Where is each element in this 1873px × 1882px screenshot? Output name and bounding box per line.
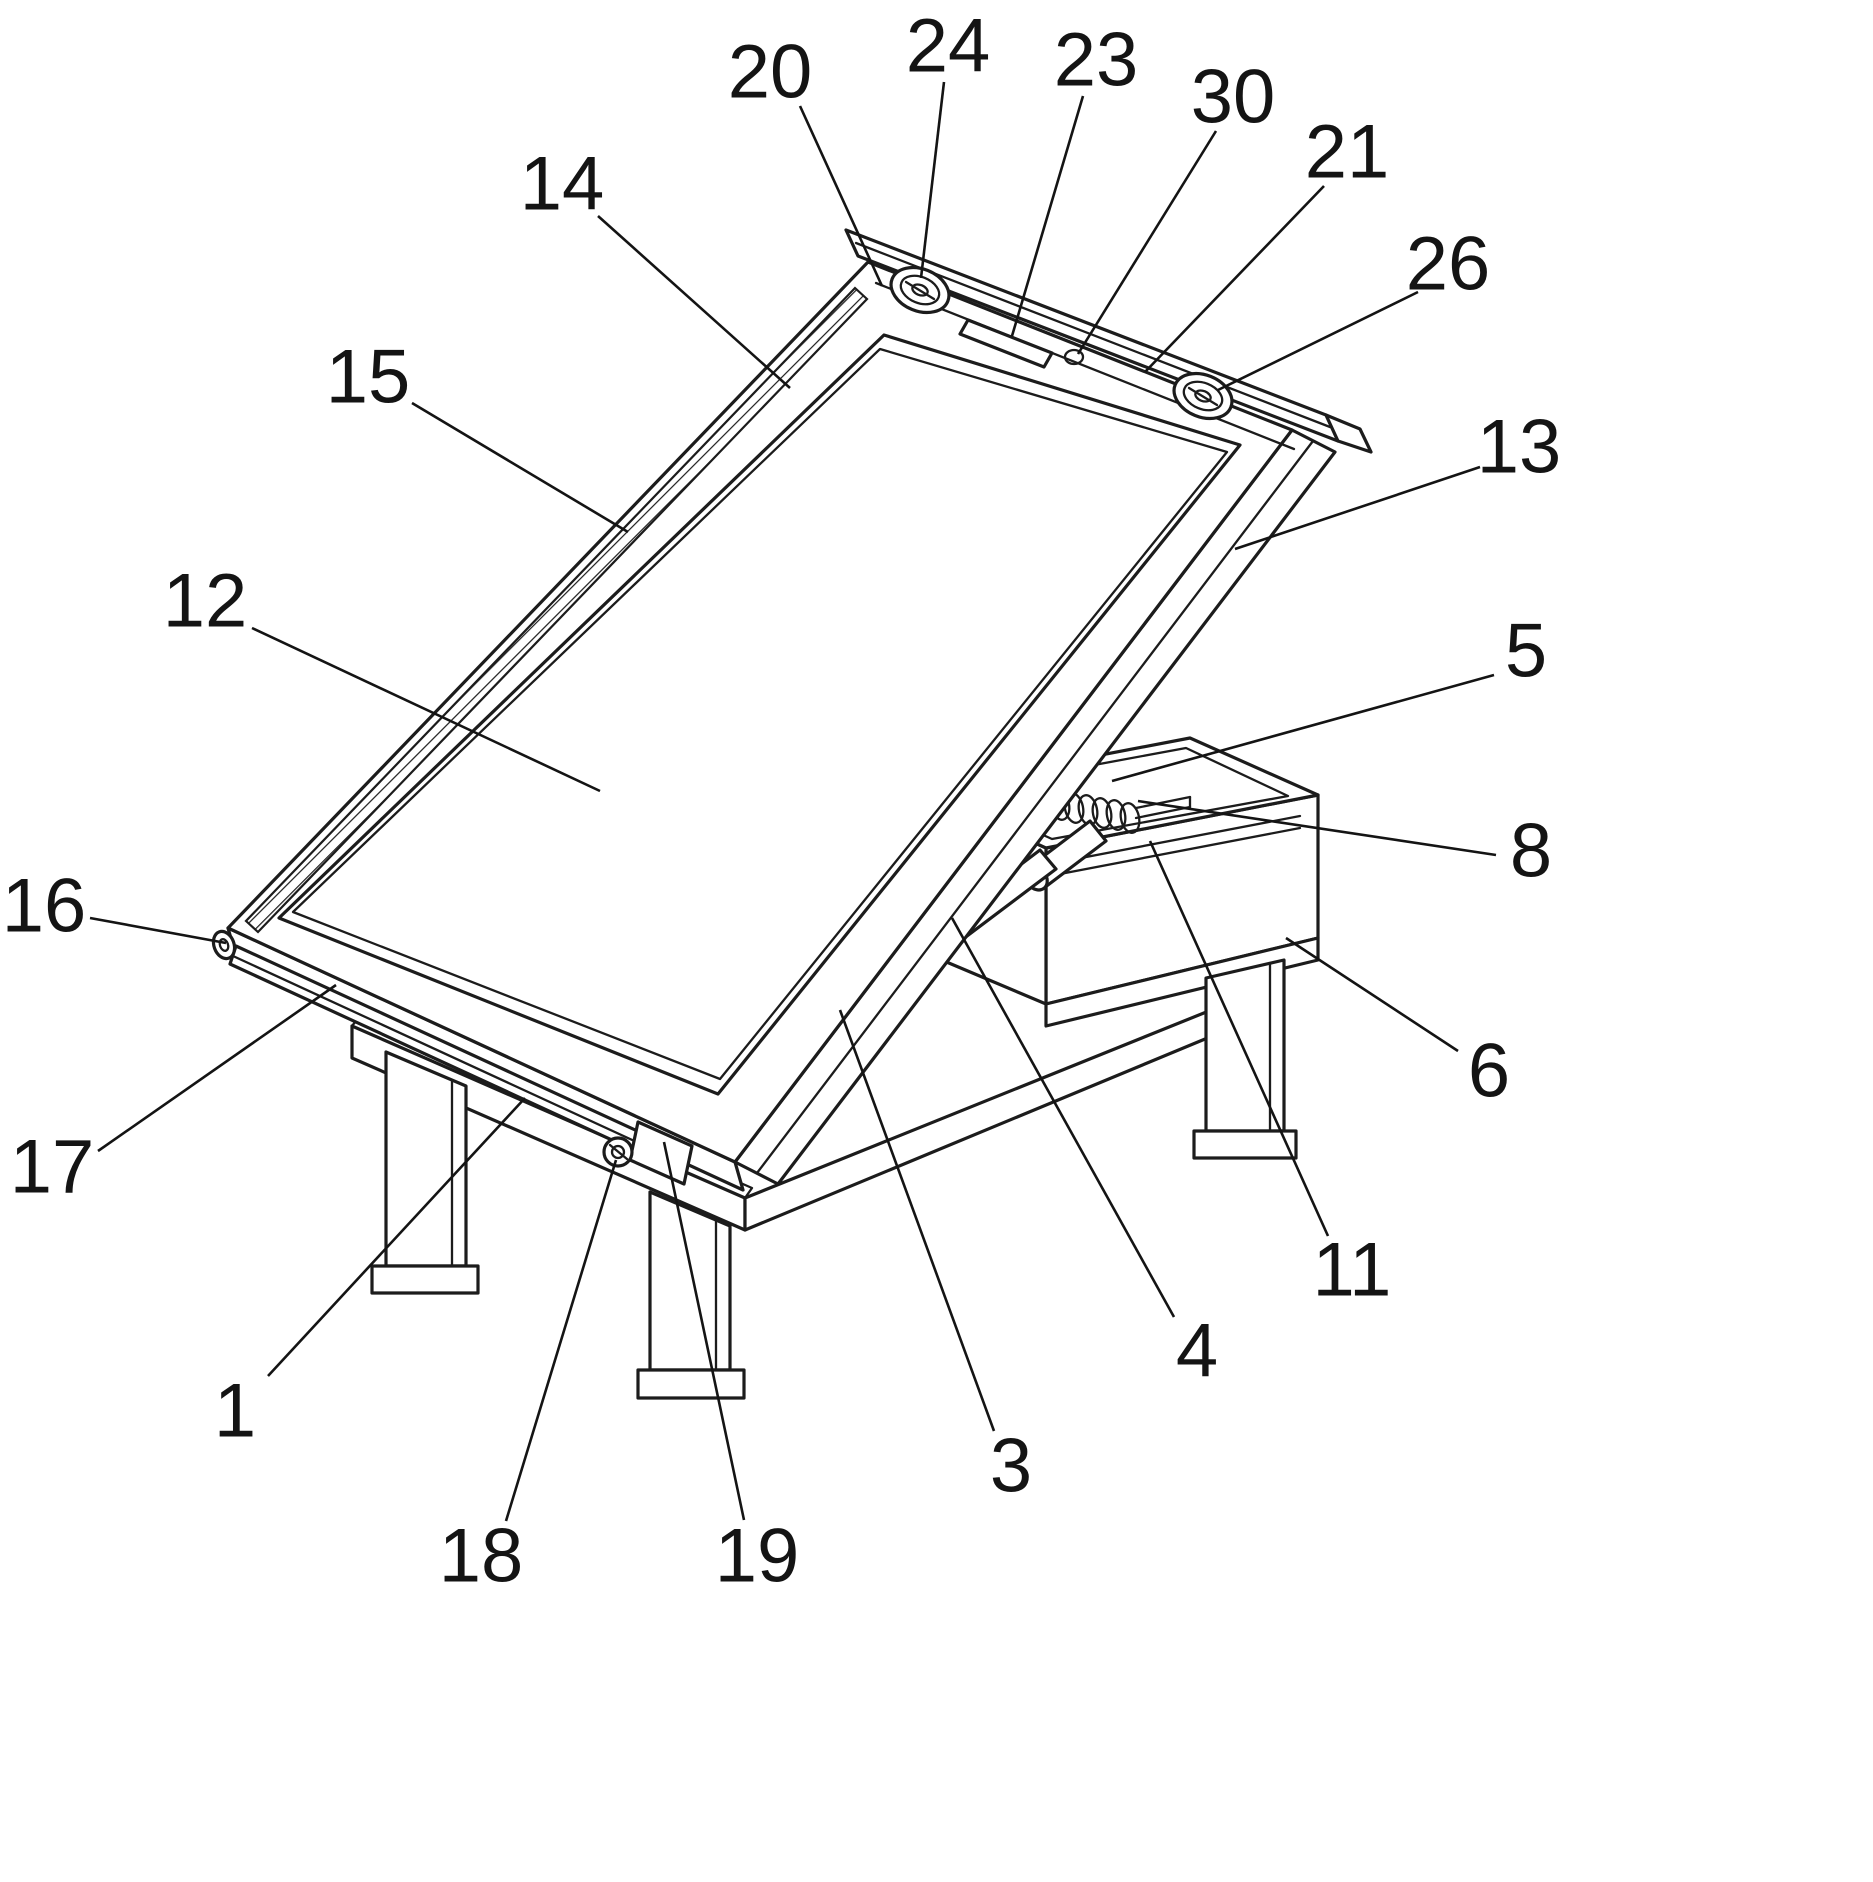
leader-line-3 xyxy=(838,1009,996,1432)
end-roller-body xyxy=(211,929,237,961)
ref-label-23: 23 xyxy=(1054,18,1139,103)
board-right-edge-groove xyxy=(755,439,1315,1175)
leg-front-center-foot xyxy=(636,1368,746,1400)
clamp-knob-right-mid xyxy=(1182,380,1224,412)
pin-hole xyxy=(1063,348,1085,366)
ref-label-8: 8 xyxy=(1510,809,1552,894)
top-rail-end-cap xyxy=(1324,413,1373,454)
clamp-knob-right-screw-mark xyxy=(1187,386,1219,407)
leader-line-14 xyxy=(597,215,791,389)
end-roller xyxy=(211,929,237,961)
hinge-assembly xyxy=(602,1120,694,1186)
spring-coil xyxy=(1105,799,1127,831)
leg-right xyxy=(1192,958,1298,1160)
spring-coil xyxy=(1091,797,1113,829)
ref-label-13: 13 xyxy=(1477,405,1562,490)
leader-line-20 xyxy=(798,105,884,287)
screw-rod-bottom xyxy=(1134,805,1192,820)
clamp-knob-left-screw-mark xyxy=(904,280,936,301)
leader-line-1 xyxy=(267,1097,526,1377)
board-frame-inner xyxy=(277,333,1242,1096)
ref-label-15: 15 xyxy=(326,335,411,420)
leader-line-26 xyxy=(1217,290,1419,392)
leader-line-23 xyxy=(1010,95,1085,337)
ref-label-21: 21 xyxy=(1305,110,1390,195)
top-edge-details xyxy=(889,265,1234,421)
platform-guide-slot-upper xyxy=(1058,814,1302,864)
ref-label-17: 17 xyxy=(10,1125,95,1210)
leader-line-21 xyxy=(1144,185,1325,373)
drawing-surface xyxy=(291,347,1229,1081)
platform-guide-slot-lower xyxy=(1058,826,1302,876)
ref-label-11: 11 xyxy=(1313,1228,1392,1313)
leader-line-4 xyxy=(950,917,1176,1318)
leader-line-16 xyxy=(89,916,227,945)
leg-right-body xyxy=(1204,958,1286,1133)
leader-line-11 xyxy=(1148,840,1330,1237)
leg-front-left xyxy=(370,1050,480,1295)
leader-line-17 xyxy=(97,983,337,1153)
hinge-knob-hub xyxy=(610,1144,626,1160)
hinge-knob-screw-mark xyxy=(608,1143,629,1161)
leader-line-8 xyxy=(1137,799,1497,857)
ref-label-16: 16 xyxy=(2,864,87,949)
ref-label-12: 12 xyxy=(163,559,248,644)
screw-rod xyxy=(1134,795,1192,820)
ref-label-5: 5 xyxy=(1505,609,1547,694)
ref-label-19: 19 xyxy=(715,1514,800,1599)
drawing-board xyxy=(226,260,1337,1192)
ref-label-3: 3 xyxy=(990,1424,1032,1509)
leader-line-19 xyxy=(662,1141,746,1521)
ref-label-4: 4 xyxy=(1176,1309,1218,1394)
ref-label-1: 1 xyxy=(214,1369,256,1454)
spring-coil xyxy=(1119,802,1141,834)
ref-label-18: 18 xyxy=(439,1514,524,1599)
rack-strip xyxy=(244,286,869,934)
screw-rod-top xyxy=(1134,795,1192,810)
leader-line-24 xyxy=(919,81,946,279)
table-legs xyxy=(370,958,1298,1400)
ref-label-20: 20 xyxy=(728,30,813,115)
leader-line-30 xyxy=(1076,130,1218,355)
board-top-inner-line xyxy=(874,281,1296,451)
leader-line-15 xyxy=(411,401,629,534)
clamp-knob-right xyxy=(1172,371,1234,421)
leader-line-18 xyxy=(504,1159,618,1522)
leader-line-5 xyxy=(1111,673,1495,783)
leader-line-12 xyxy=(251,626,601,793)
leader-line-13 xyxy=(1234,465,1481,551)
bottom-rail-assembly xyxy=(211,929,694,1186)
ref-label-24: 24 xyxy=(906,4,991,89)
clamp-knob-left-mid xyxy=(899,274,941,306)
leg-front-left-foot xyxy=(370,1264,480,1295)
ref-label-14: 14 xyxy=(520,142,605,227)
bottom-rail-groove xyxy=(231,954,669,1158)
slot-opening xyxy=(958,318,1054,369)
ref-label-6: 6 xyxy=(1468,1029,1510,1114)
leg-right-foot xyxy=(1192,1129,1298,1160)
leader-line-6 xyxy=(1285,936,1459,1053)
board-face xyxy=(226,260,1294,1164)
ref-label-26: 26 xyxy=(1406,222,1491,307)
clamp-knob-left xyxy=(889,265,951,315)
ref-label-30: 30 xyxy=(1191,55,1276,140)
end-roller-hub xyxy=(218,938,230,952)
